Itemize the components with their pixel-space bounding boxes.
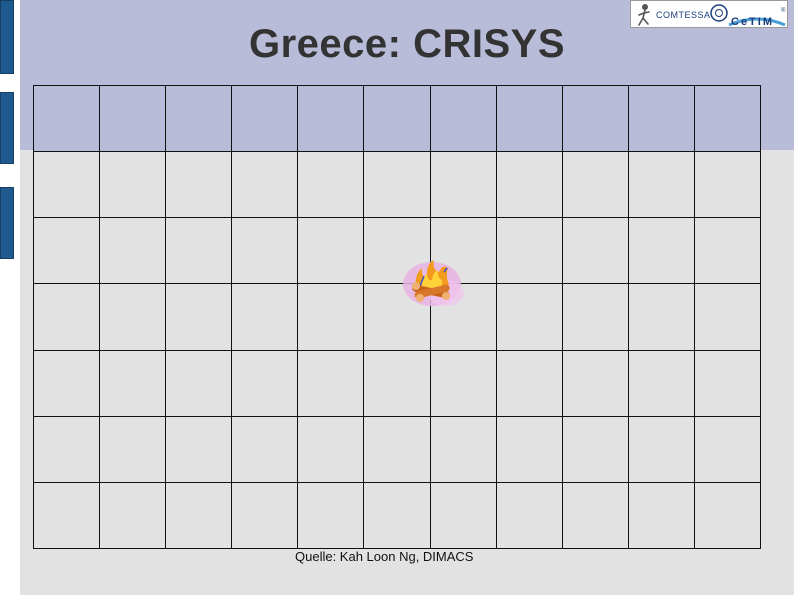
logo-graphics: COMTESSA CeTIM ®: [638, 4, 786, 28]
grid-cell: [364, 350, 431, 417]
grid-cell: [166, 416, 233, 483]
grid-cell: [100, 152, 167, 219]
grid-cell: [34, 284, 101, 351]
grid-cell: [562, 416, 629, 483]
registered-mark: ®: [781, 7, 786, 14]
grid-cell: [694, 152, 761, 219]
grid-cell: [562, 482, 629, 549]
grid-cell: [562, 86, 629, 153]
grid-cell: [100, 350, 167, 417]
grid-cell: [298, 218, 365, 285]
grid-cell: [628, 350, 695, 417]
grid-cell: [694, 86, 761, 153]
grid-cell: [628, 482, 695, 549]
campfire-icon: [403, 260, 464, 306]
side-bar-3: [0, 187, 14, 259]
grid-cell: [628, 152, 695, 219]
grid-cell: [694, 284, 761, 351]
source-caption: Quelle: Kah Loon Ng, DIMACS: [295, 549, 474, 564]
side-bar-1: [0, 0, 14, 74]
grid-cell: [694, 218, 761, 285]
grid-cell: [166, 86, 233, 153]
grid-cell: [496, 482, 563, 549]
grid-cell: [562, 218, 629, 285]
grid-cell: [628, 218, 695, 285]
grid-cell: [430, 86, 497, 153]
grid-cell: [166, 218, 233, 285]
grid-cell: [364, 86, 431, 153]
grid-cell: [562, 284, 629, 351]
side-bar-2: [0, 92, 14, 164]
grid-cell: [100, 284, 167, 351]
grid-cell: [364, 482, 431, 549]
grid-cell: [430, 416, 497, 483]
grid-cell: [34, 218, 101, 285]
grid-cell: [232, 152, 299, 219]
grid-cell: [694, 416, 761, 483]
grid-cell: [232, 218, 299, 285]
grid-cell: [232, 86, 299, 153]
grid-cell: [430, 350, 497, 417]
grid-cell: [430, 482, 497, 549]
running-figure-icon: [638, 4, 650, 26]
grid-cell: [166, 482, 233, 549]
page-title: Greece: CRISYS: [248, 22, 566, 66]
partner-logos: COMTESSA CeTIM ®: [630, 0, 788, 28]
grid-cell: [298, 416, 365, 483]
grid-cell: [364, 416, 431, 483]
grid-cell: [628, 86, 695, 153]
cetim-wordmark: CeTIM: [731, 16, 774, 28]
grid-cell: [232, 350, 299, 417]
grid-cell: [232, 482, 299, 549]
grid-cell: [232, 416, 299, 483]
grid-cell: [34, 482, 101, 549]
grid-cell: [430, 152, 497, 219]
grid-cell: [496, 218, 563, 285]
map-grid: [33, 85, 761, 549]
grid-cell: [496, 152, 563, 219]
grid-cell: [562, 152, 629, 219]
grid-cell: [166, 152, 233, 219]
grid-cell: [298, 86, 365, 153]
grid-cell: [100, 416, 167, 483]
grid-cell: [496, 416, 563, 483]
grid-cell: [562, 350, 629, 417]
grid-cell: [298, 152, 365, 219]
grid-cell: [166, 284, 233, 351]
grid-cell: [298, 482, 365, 549]
grid-cell: [298, 284, 365, 351]
grid-cell: [232, 284, 299, 351]
grid-cell: [298, 350, 365, 417]
grid-cell: [628, 416, 695, 483]
grid-cell: [496, 350, 563, 417]
grid-cell: [34, 86, 101, 153]
grid-cell: [694, 350, 761, 417]
circular-seal-icon: [710, 4, 728, 22]
grid-cell: [496, 284, 563, 351]
grid-cell: [364, 152, 431, 219]
grid-cell: [100, 86, 167, 153]
grid-cell: [496, 86, 563, 153]
grid-cell: [100, 482, 167, 549]
grid-cell: [34, 416, 101, 483]
grid-cell: [166, 350, 233, 417]
grid-cell: [34, 350, 101, 417]
grid-cell: [628, 284, 695, 351]
grid-cell: [100, 218, 167, 285]
left-strip: [0, 0, 20, 595]
grid-cell: [34, 152, 101, 219]
grid-cell: [694, 482, 761, 549]
comtessa-wordmark: COMTESSA: [656, 10, 711, 20]
